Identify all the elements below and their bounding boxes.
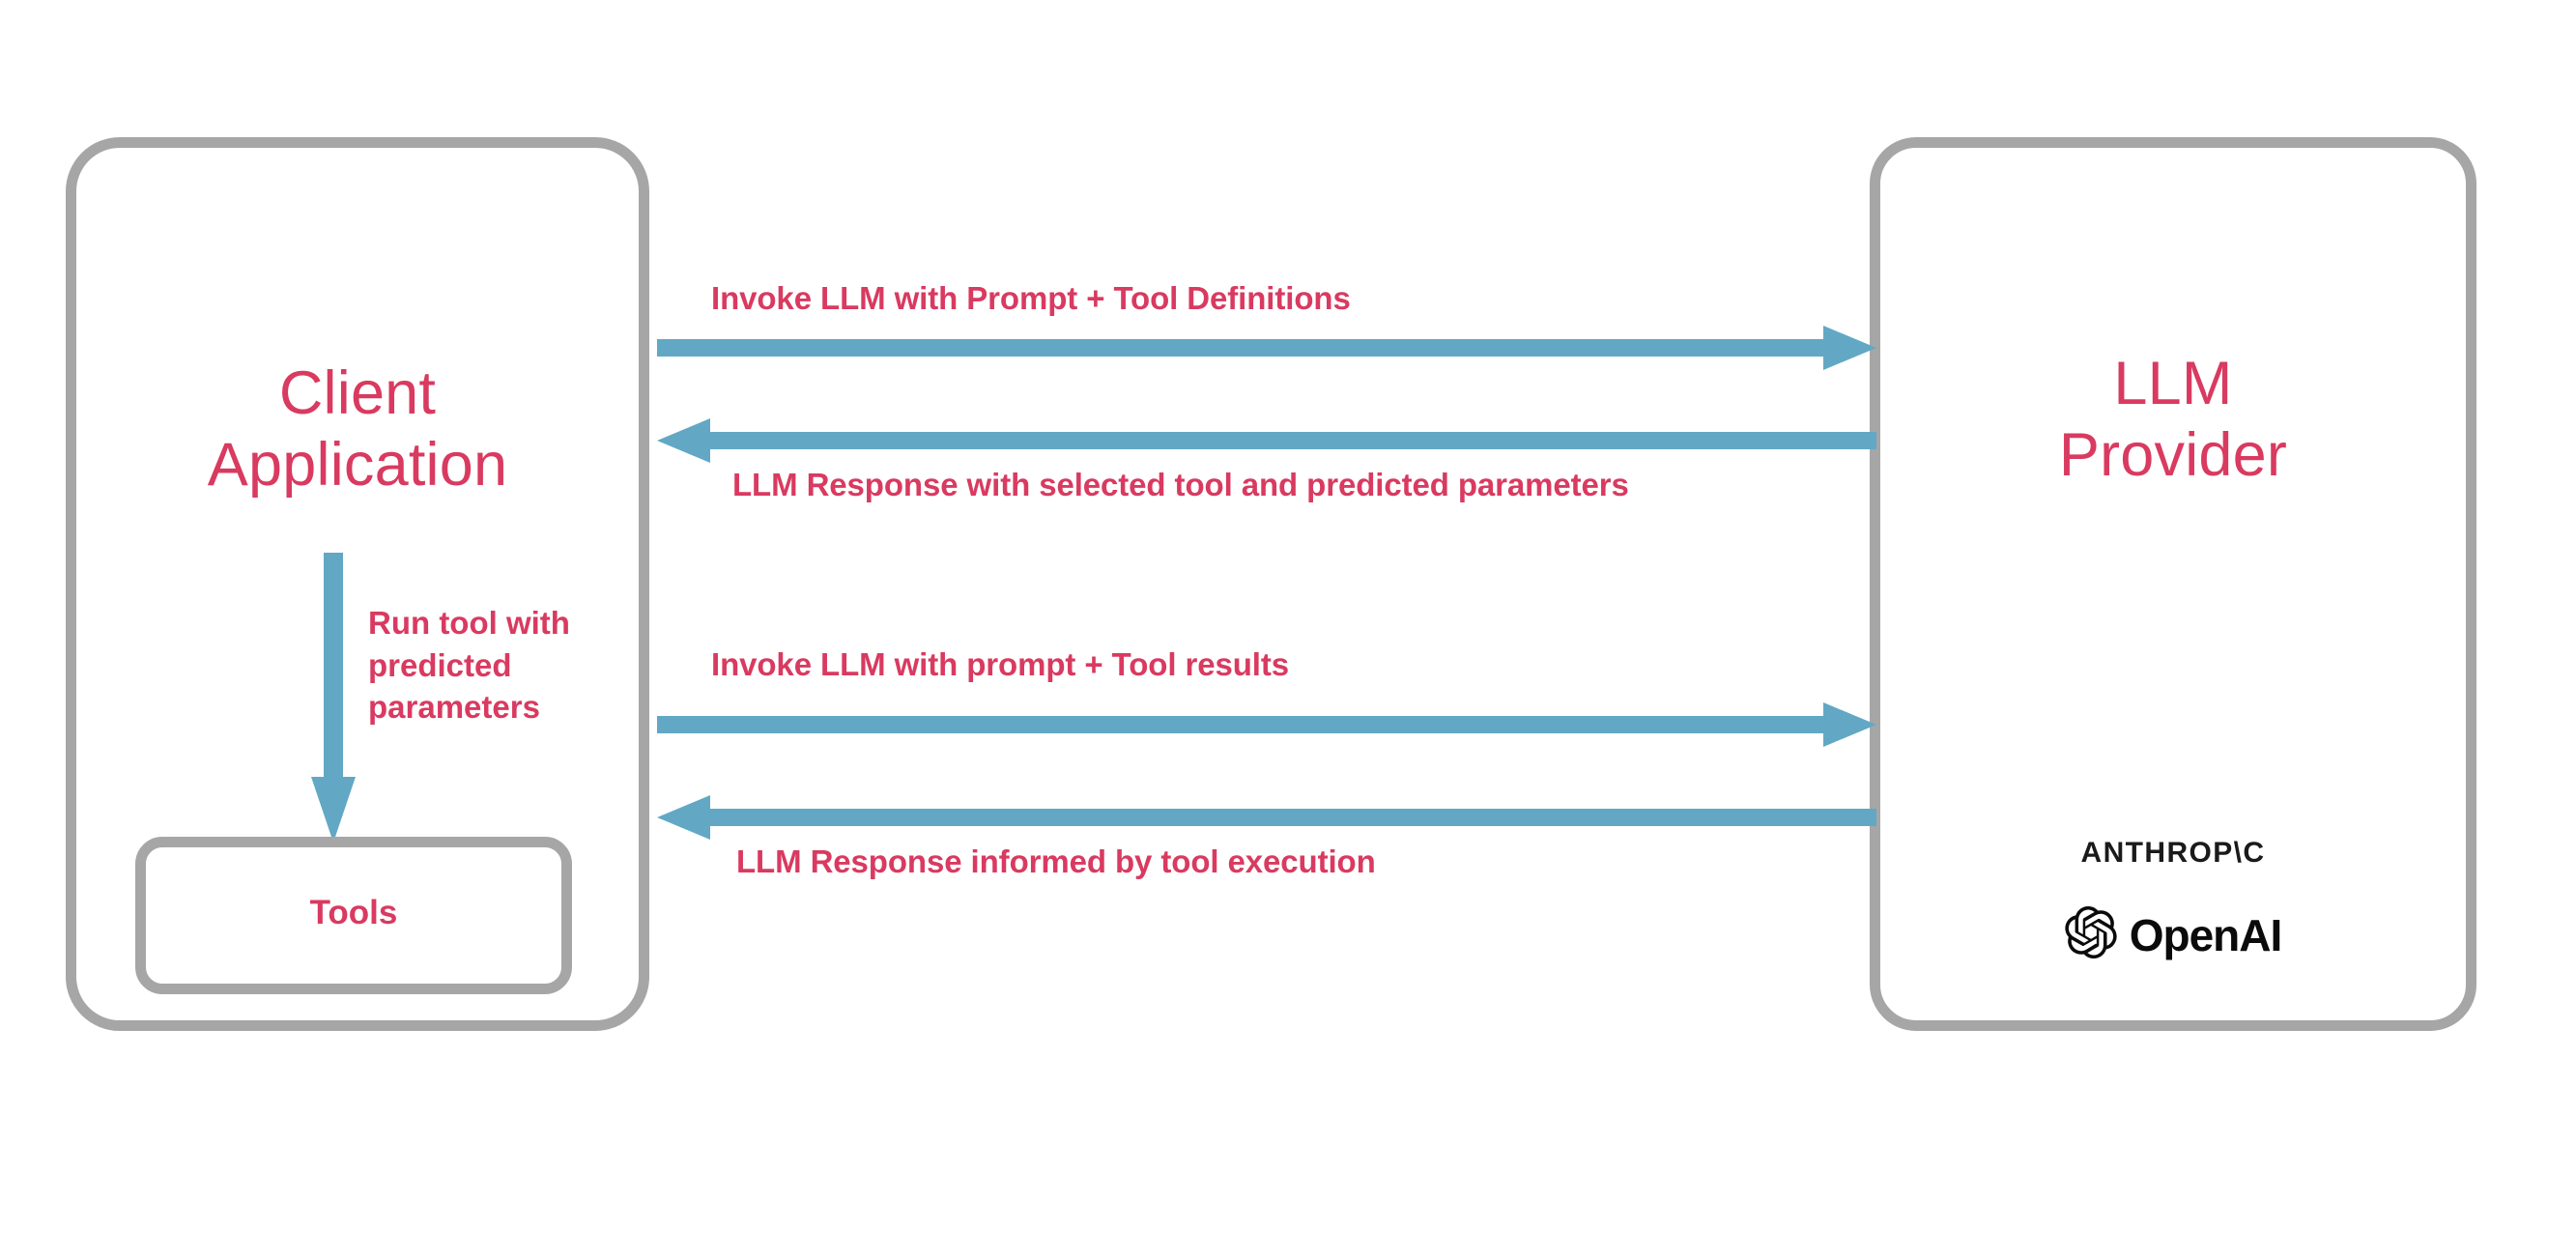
flow-label-llm-response-informed: LLM Response informed by tool execution: [736, 843, 1376, 879]
llm-provider-label: LLM Provider: [2058, 350, 2288, 490]
client-application-label: Client Application: [207, 359, 508, 500]
anthropic-logo: ANTHROP\C: [2080, 837, 2266, 869]
flow-arrow-llm-response-selected-tool: [657, 414, 1876, 468]
flow-label-invoke-llm-tool-definitions: Invoke LLM with Prompt + Tool Definition…: [711, 280, 1351, 316]
llm-provider-box: [1870, 137, 2476, 1031]
openai-wordmark: OpenAI: [2129, 909, 2283, 960]
tools-box: [135, 837, 572, 994]
run-tool-arrow: [311, 553, 356, 843]
run-tool-arrow-label: Run tool with predicted parameters: [368, 605, 570, 726]
flow-arrow-invoke-llm-tool-results: [657, 698, 1876, 752]
flow-arrow-invoke-llm-tool-definitions: [657, 321, 1876, 375]
flow-label-invoke-llm-tool-results: Invoke LLM with prompt + Tool results: [711, 646, 1289, 682]
openai-logo: OpenAI: [1870, 906, 2476, 963]
flow-label-llm-response-selected-tool: LLM Response with selected tool and pred…: [732, 467, 1629, 502]
openai-knot-icon: [2065, 906, 2117, 963]
flow-arrow-llm-response-informed: [657, 790, 1876, 844]
tools-label: Tools: [309, 894, 398, 931]
